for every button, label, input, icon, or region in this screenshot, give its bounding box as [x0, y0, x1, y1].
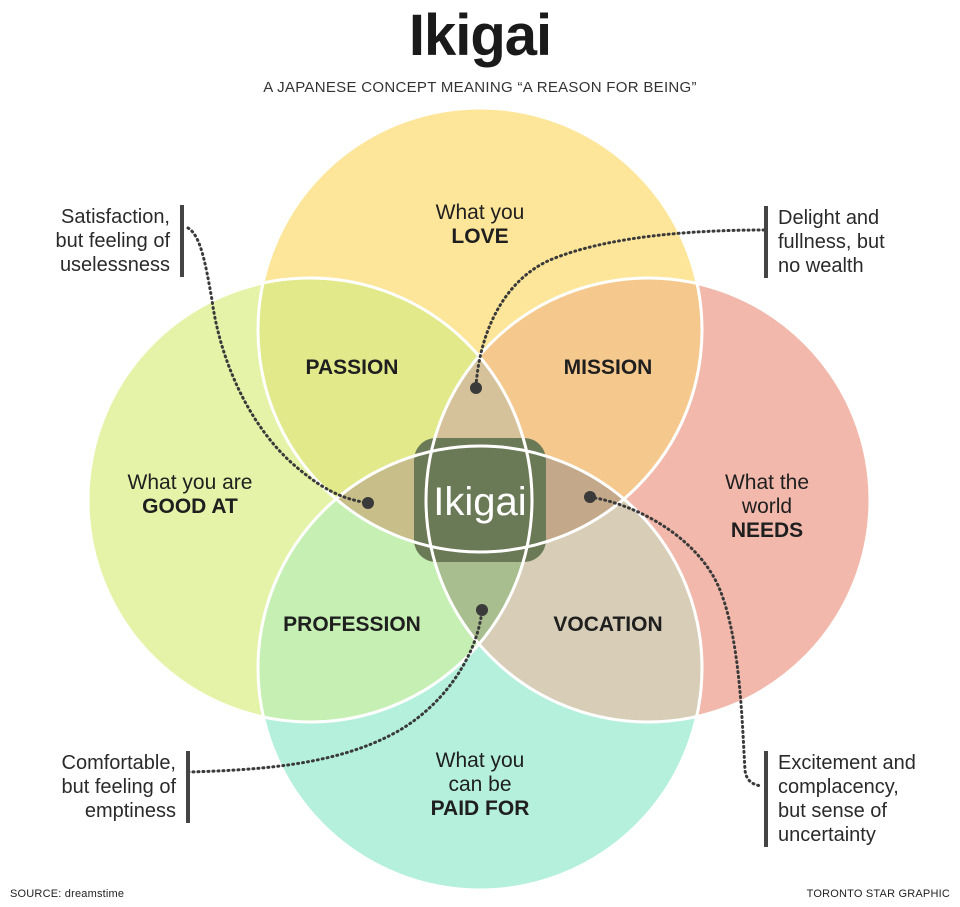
love-label-line2: LOVE: [451, 225, 508, 248]
dot-top-right: [470, 382, 482, 394]
leader-bottom-left: [186, 608, 484, 774]
page-title: Ikigai: [408, 3, 552, 68]
ikigai-center-region: [414, 438, 546, 562]
publisher-credit: TORONTO STAR GRAPHIC: [806, 888, 950, 900]
paid-label-line1: What you: [436, 749, 525, 772]
leader-top-left: [186, 226, 370, 505]
note-line: complacency,: [778, 776, 899, 798]
passion-label: PASSION: [306, 356, 399, 379]
needs-label-line3: NEEDS: [731, 519, 803, 542]
vocation-label: VOCATION: [553, 613, 662, 636]
note-line: uncertainty: [778, 824, 876, 846]
note-line: Comfortable,: [61, 752, 177, 774]
dot-bottom-right: [584, 491, 596, 503]
note-line: fullness, but: [778, 231, 885, 253]
needs-label-line1: What the: [725, 471, 809, 494]
ikigai-center-label: Ikigai: [433, 480, 526, 524]
note-delight: Delight and fullness, but no wealth: [764, 206, 948, 278]
note-passion-mission-missing: Satisfaction, but feeling of uselessness: [20, 205, 184, 277]
dot-top-left: [362, 497, 374, 509]
note-line: uselessness: [59, 254, 170, 276]
paid-label-line3: PAID FOR: [431, 797, 530, 820]
mission-label: MISSION: [564, 356, 653, 379]
note-line: but feeling of: [55, 230, 170, 252]
note-line: Delight and: [778, 207, 880, 229]
note-line: emptiness: [84, 800, 176, 822]
needs-label-line2: world: [741, 495, 792, 518]
source-credit: SOURCE: dreamstime: [10, 888, 125, 900]
note-line: no wealth: [778, 255, 864, 277]
leader-top-right: [474, 228, 766, 388]
paid-label-line2: can be: [448, 773, 511, 796]
page-subtitle: A JAPANESE CONCEPT MEANING “A REASON FOR…: [263, 79, 697, 96]
note-excitement: Excitement and complacency, but sense of…: [764, 751, 958, 847]
good-at-label-line1: What you are: [128, 471, 253, 494]
love-label-line1: What you: [436, 201, 525, 224]
note-line: but feeling of: [61, 776, 176, 798]
profession-label: PROFESSION: [283, 613, 421, 636]
note-line: Satisfaction,: [61, 206, 170, 228]
dot-bottom-left: [476, 604, 488, 616]
note-line: Excitement and: [778, 752, 916, 774]
leader-bottom-right: [588, 495, 764, 788]
note-comfortable: Comfortable, but feeling of emptiness: [20, 751, 190, 823]
good-at-label-line2: GOOD AT: [142, 495, 238, 518]
note-line: but sense of: [778, 800, 887, 822]
